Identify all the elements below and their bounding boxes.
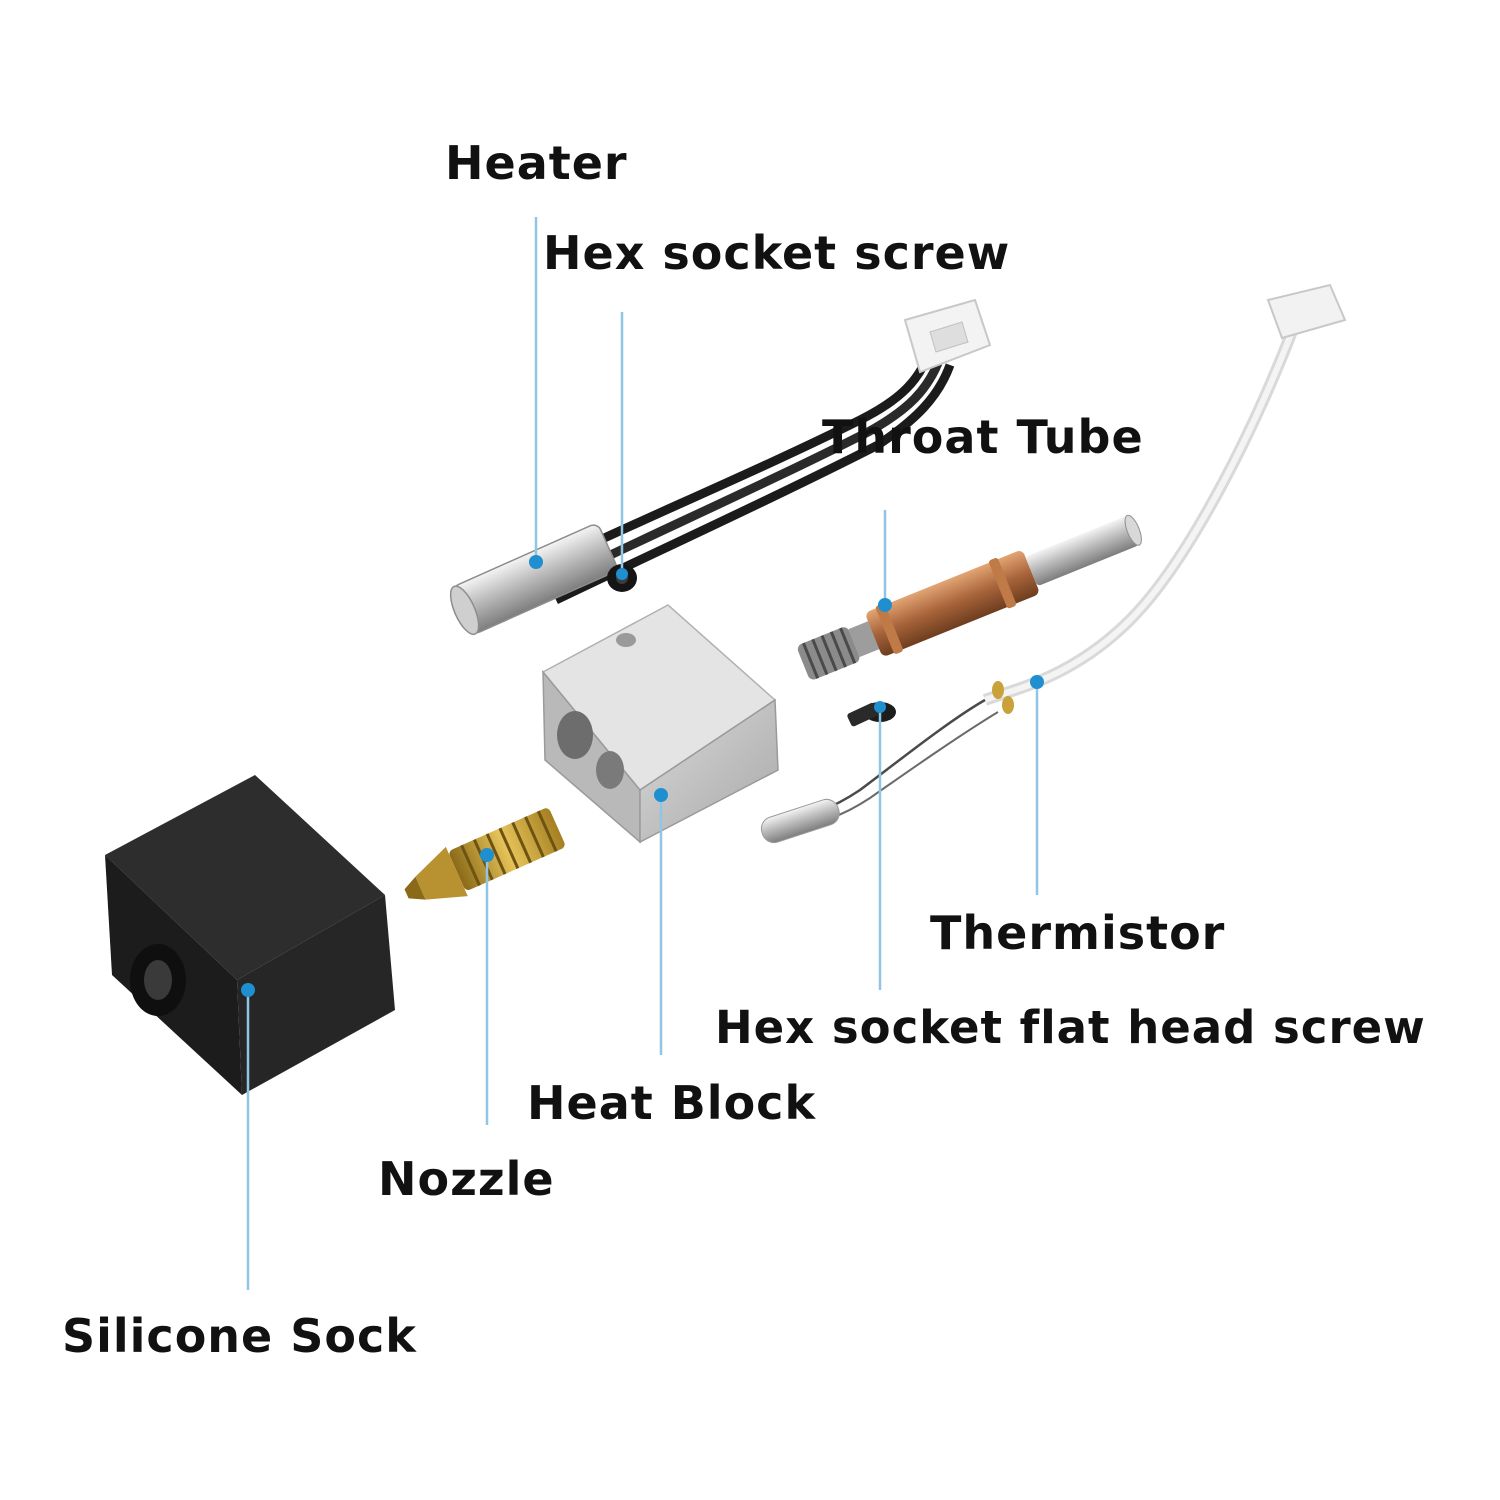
dot-thermistor <box>1030 675 1044 689</box>
label-hex-socket-screw: Hex socket screw <box>543 226 1011 280</box>
heater-connector <box>903 298 992 374</box>
dot-nozzle <box>480 848 494 862</box>
nozzle <box>404 808 565 900</box>
leader-dots <box>241 555 1044 997</box>
label-hex-socket-flat-head-screw: Hex socket flat head screw <box>715 1001 1426 1054</box>
label-throat-tube: Throat Tube <box>822 410 1144 464</box>
leader-lines <box>246 217 1039 1290</box>
label-nozzle: Nozzle <box>378 1152 555 1206</box>
throat-tube <box>797 514 1142 680</box>
heater-cartridge <box>449 298 992 636</box>
label-heater: Heater <box>445 136 628 190</box>
throat-thread <box>797 620 881 680</box>
thermistor-connector <box>1266 283 1347 340</box>
label-heat-block: Heat Block <box>527 1076 817 1130</box>
dot-heat-block <box>654 788 668 802</box>
heat-block <box>541 604 779 844</box>
label-silicone-sock: Silicone Sock <box>62 1309 417 1363</box>
dot-hex-socket-screw <box>616 568 628 580</box>
dot-silicone-sock <box>241 983 255 997</box>
hex-socket-flat-head-screw-part <box>847 702 896 727</box>
label-thermistor: Thermistor <box>930 906 1226 960</box>
thermistor <box>760 283 1347 844</box>
dot-flat-head-screw <box>874 701 886 713</box>
dot-throat-tube <box>878 598 892 612</box>
silicone-sock <box>105 775 395 1095</box>
dot-heater <box>529 555 543 569</box>
